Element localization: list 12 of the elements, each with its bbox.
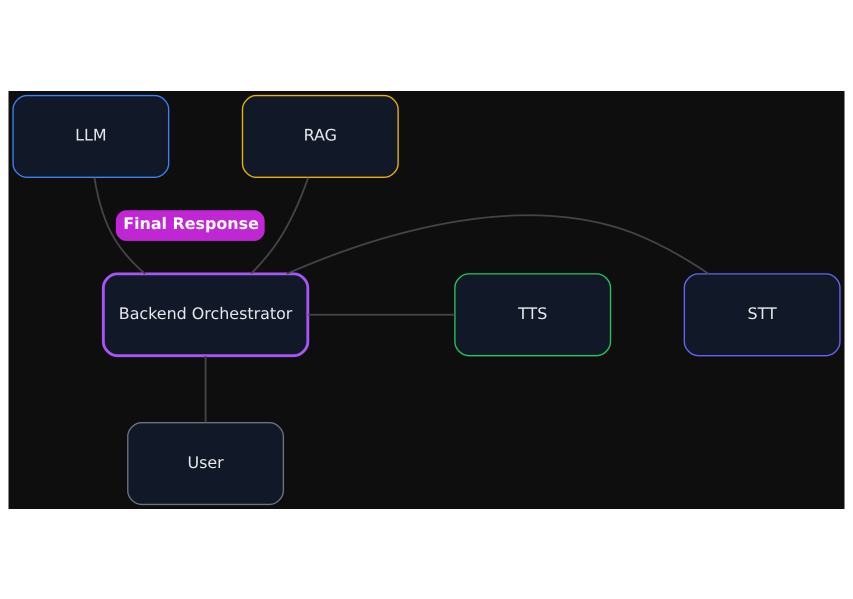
node-box: LLM (12, 94, 170, 178)
node-box: User (127, 422, 284, 505)
node-box: Backend Orchestrator (102, 272, 310, 357)
connector (308, 313, 455, 316)
connector (94, 177, 146, 274)
node-box: STT (684, 272, 841, 356)
node-box: RAG (242, 94, 399, 178)
connector (250, 176, 310, 274)
node-box: TTS (454, 272, 612, 356)
connector (204, 355, 206, 422)
connector (286, 214, 709, 274)
edge-label: Final Response (123, 214, 259, 233)
